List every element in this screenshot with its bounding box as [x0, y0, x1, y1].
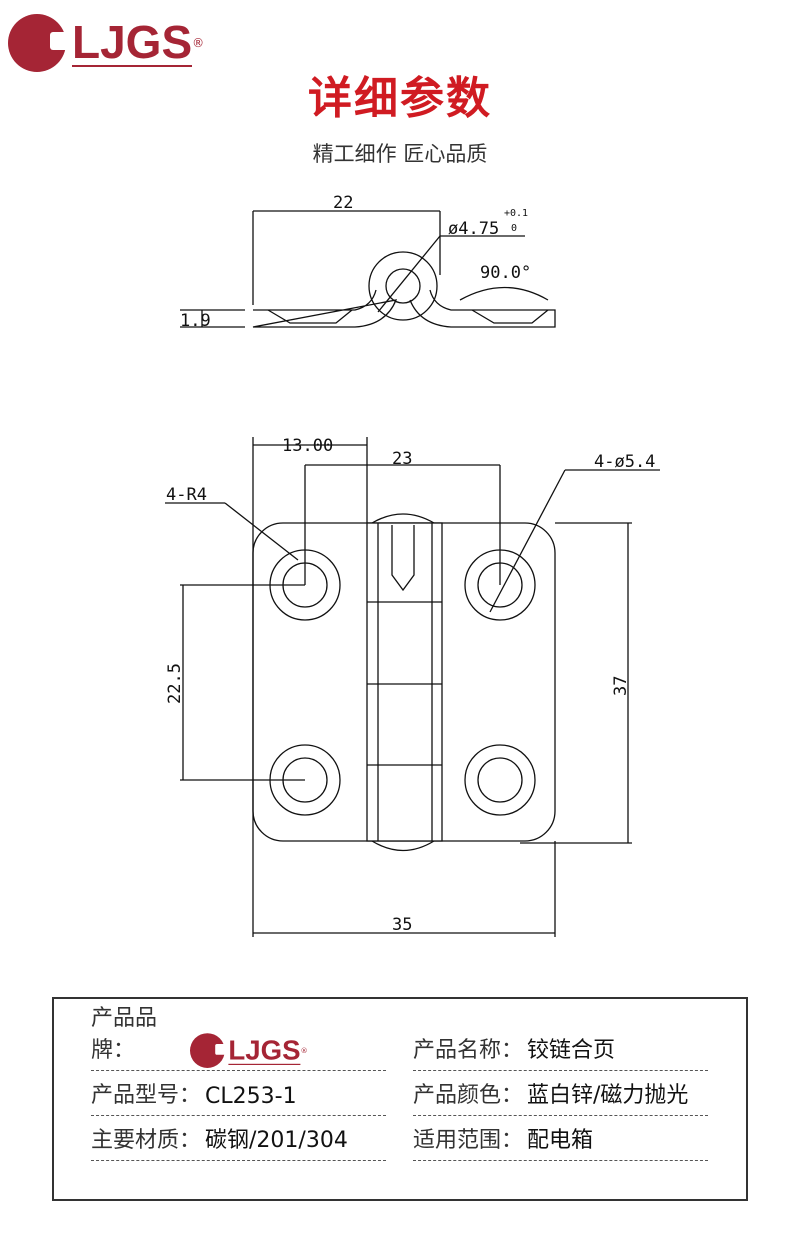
spec-label: 适用范围： [413, 1128, 524, 1153]
dim-width-35: 35 [392, 915, 412, 935]
dim-width-22: 22 [333, 193, 353, 213]
brand-name: LJGS [228, 1034, 301, 1066]
dim-hole-dia: ø4.75 [448, 219, 499, 239]
spec-label: 主要材质： [91, 1128, 202, 1153]
page-title: 详细参数 [308, 73, 492, 124]
spec-table: 产品品牌： LJGS® 产品名称：铰链合页 产品型号：CL253-1 产品颜色：… [52, 997, 748, 1201]
dim-height-37: 37 [611, 676, 631, 696]
brand-logo-small: LJGS® [189, 1033, 308, 1068]
spec-value: 蓝白锌/磁力抛光 [527, 1083, 689, 1108]
dim-hole-spacing-y: 22.5 [165, 663, 185, 704]
spec-row-color: 产品颜色：蓝白锌/磁力抛光 [413, 1072, 708, 1116]
spec-value: CL253-1 [205, 1084, 297, 1109]
technical-drawing: 22 ø4.75 +0.1 0 90.0° 1.9 13.00 23 4-ø5.… [165, 193, 660, 937]
spec-row-name: 产品名称：铰链合页 [413, 1027, 708, 1071]
side-view: 22 ø4.75 +0.1 0 90.0° 1.9 [180, 193, 556, 331]
spec-value: 铰链合页 [527, 1038, 616, 1063]
spec-row-model: 产品型号：CL253-1 [91, 1072, 386, 1116]
tol-upper: +0.1 [504, 208, 528, 219]
brand-name: LJGS [72, 16, 193, 68]
spec-value: 配电箱 [527, 1128, 594, 1153]
registered-mark: ® [192, 36, 205, 50]
dim-hole-spacing-x: 23 [392, 449, 412, 469]
dim-thickness: 1.9 [180, 311, 211, 331]
spec-label: 产品名称： [413, 1038, 524, 1063]
page-subtitle: 精工细作 匠心品质 [312, 142, 488, 166]
dim-corner-radius: 4-R4 [166, 485, 207, 505]
spec-label: 产品颜色： [413, 1083, 524, 1108]
spec-label: 产品品牌： [91, 1006, 158, 1063]
dim-offset: 13.00 [282, 436, 333, 456]
hammer-logo-icon [8, 14, 70, 72]
spec-row-brand: 产品品牌： LJGS® [91, 1006, 386, 1071]
tol-lower: 0 [511, 223, 517, 234]
dim-angle: 90.0° [480, 263, 531, 283]
dim-hole-dia: 4-ø5.4 [594, 452, 655, 472]
spec-label: 产品型号： [91, 1083, 202, 1108]
front-view: 13.00 23 4-ø5.4 4-R4 35 22.5 37 [165, 436, 660, 937]
hammer-logo-icon [189, 1033, 228, 1068]
brand-logo: LJGS® [8, 14, 204, 72]
spec-row-usage: 适用范围：配电箱 [413, 1117, 708, 1161]
spec-value: 碳钢/201/304 [205, 1128, 348, 1153]
spec-row-material: 主要材质：碳钢/201/304 [91, 1117, 386, 1161]
